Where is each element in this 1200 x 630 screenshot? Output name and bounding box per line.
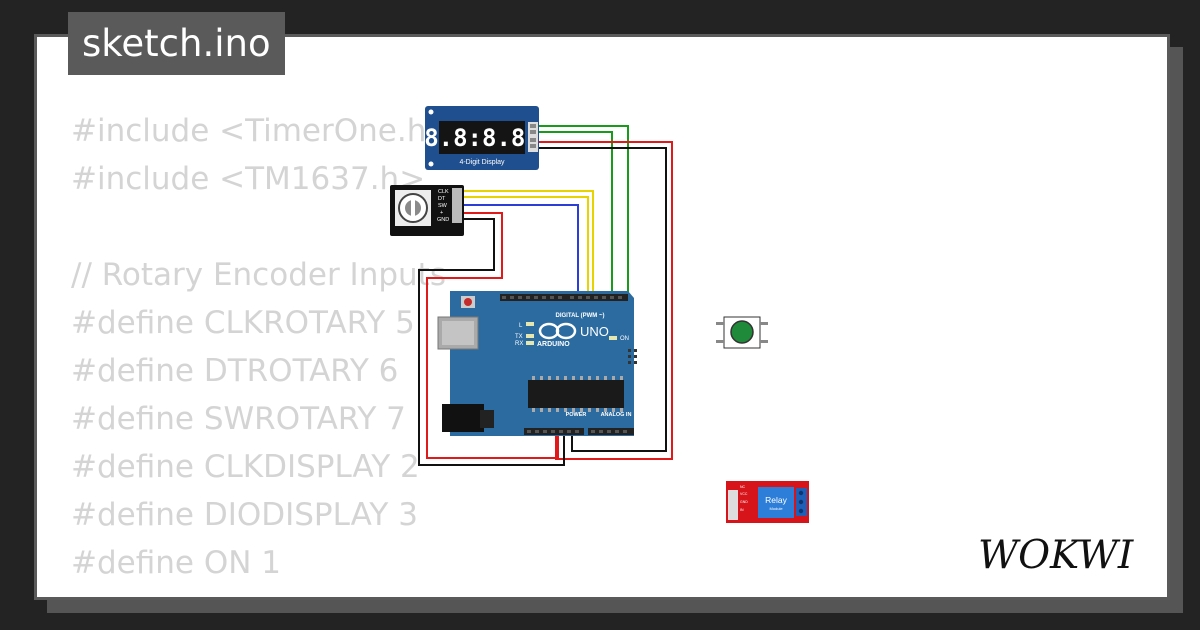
wire-encoder-clk xyxy=(462,190,594,294)
wokwi-wordmark: WOKWI xyxy=(978,533,1135,578)
code-line: #define DIODISPLAY 3 xyxy=(71,497,418,533)
sketch-filename[interactable]: sketch.ino xyxy=(68,12,285,75)
relay-pin-gnd: GND xyxy=(740,500,748,504)
wire-display-gnd xyxy=(538,147,667,452)
rotary-encoder[interactable]: CLK DT SW + GND xyxy=(390,185,464,236)
four-digit-display[interactable]: 8.8:8.8. 4-Digit Display xyxy=(424,106,540,170)
wire-display-dio xyxy=(538,131,613,294)
model-label: UNO xyxy=(580,324,609,339)
encoder-pin-dt: DT xyxy=(438,196,446,202)
code-line: #define SWROTARY 7 xyxy=(71,401,406,437)
arduino-logo xyxy=(538,322,577,340)
wokwi-logo: WOKWI xyxy=(976,528,1152,582)
wire-display-clk xyxy=(538,125,629,294)
wires xyxy=(418,125,673,466)
code-line: #include <TimerOne.h> xyxy=(71,113,453,149)
led-l-label: L xyxy=(519,323,523,329)
code-line: // Rotary Encoder Inputs xyxy=(71,257,446,293)
digital-label: DIGITAL (PWM ~) xyxy=(556,313,605,319)
encoder-pin-clk: CLK xyxy=(438,189,449,195)
code-line: #define CLKDISPLAY 2 xyxy=(71,449,420,485)
relay-sublabel: Module xyxy=(769,506,783,511)
led-rx-label: RX xyxy=(515,341,523,347)
code-line: #define OFF 0 xyxy=(71,587,452,597)
wire-encoder-sw xyxy=(462,204,579,294)
brand-label: ARDUINO xyxy=(537,341,570,348)
on-label: ON xyxy=(620,336,629,342)
code-preview: #include <TimerOne.h> #include <TM1637.h>… xyxy=(71,107,453,597)
display-label: 4-Digit Display xyxy=(459,159,505,166)
encoder-pin-sw: SW xyxy=(438,203,448,209)
wire-encoder-vcc xyxy=(426,212,559,459)
wire-encoder-gnd xyxy=(418,218,565,466)
relay-pin-nc: NC xyxy=(740,485,746,489)
led-tx-label: TX xyxy=(515,334,523,340)
relay-pin-vcc: VCC xyxy=(740,492,748,496)
analog-label: ANALOG IN xyxy=(601,412,632,418)
push-button[interactable] xyxy=(716,316,768,349)
code-line: #define DTROTARY 6 xyxy=(71,353,399,389)
arduino-uno[interactable]: DIGITAL (PWM ~) L TX RX UNO ARDUINO ON xyxy=(437,291,637,436)
wire-encoder-dt xyxy=(462,196,589,294)
code-line: #define ON 1 xyxy=(71,545,281,581)
code-line: #define CLKROTARY 5 xyxy=(71,305,415,341)
wire-display-vcc xyxy=(538,141,673,460)
relay-module[interactable]: NC VCC GND IN Relay Module xyxy=(726,481,809,523)
relay-pin-in: IN xyxy=(740,508,744,512)
code-line: #include <TM1637.h> xyxy=(71,161,426,197)
encoder-pin-vcc: + xyxy=(440,210,443,216)
relay-label: Relay xyxy=(765,495,787,505)
display-digits: 8.8:8.8. xyxy=(424,124,540,152)
power-label: POWER xyxy=(566,412,587,418)
encoder-pin-gnd: GND xyxy=(437,217,449,223)
